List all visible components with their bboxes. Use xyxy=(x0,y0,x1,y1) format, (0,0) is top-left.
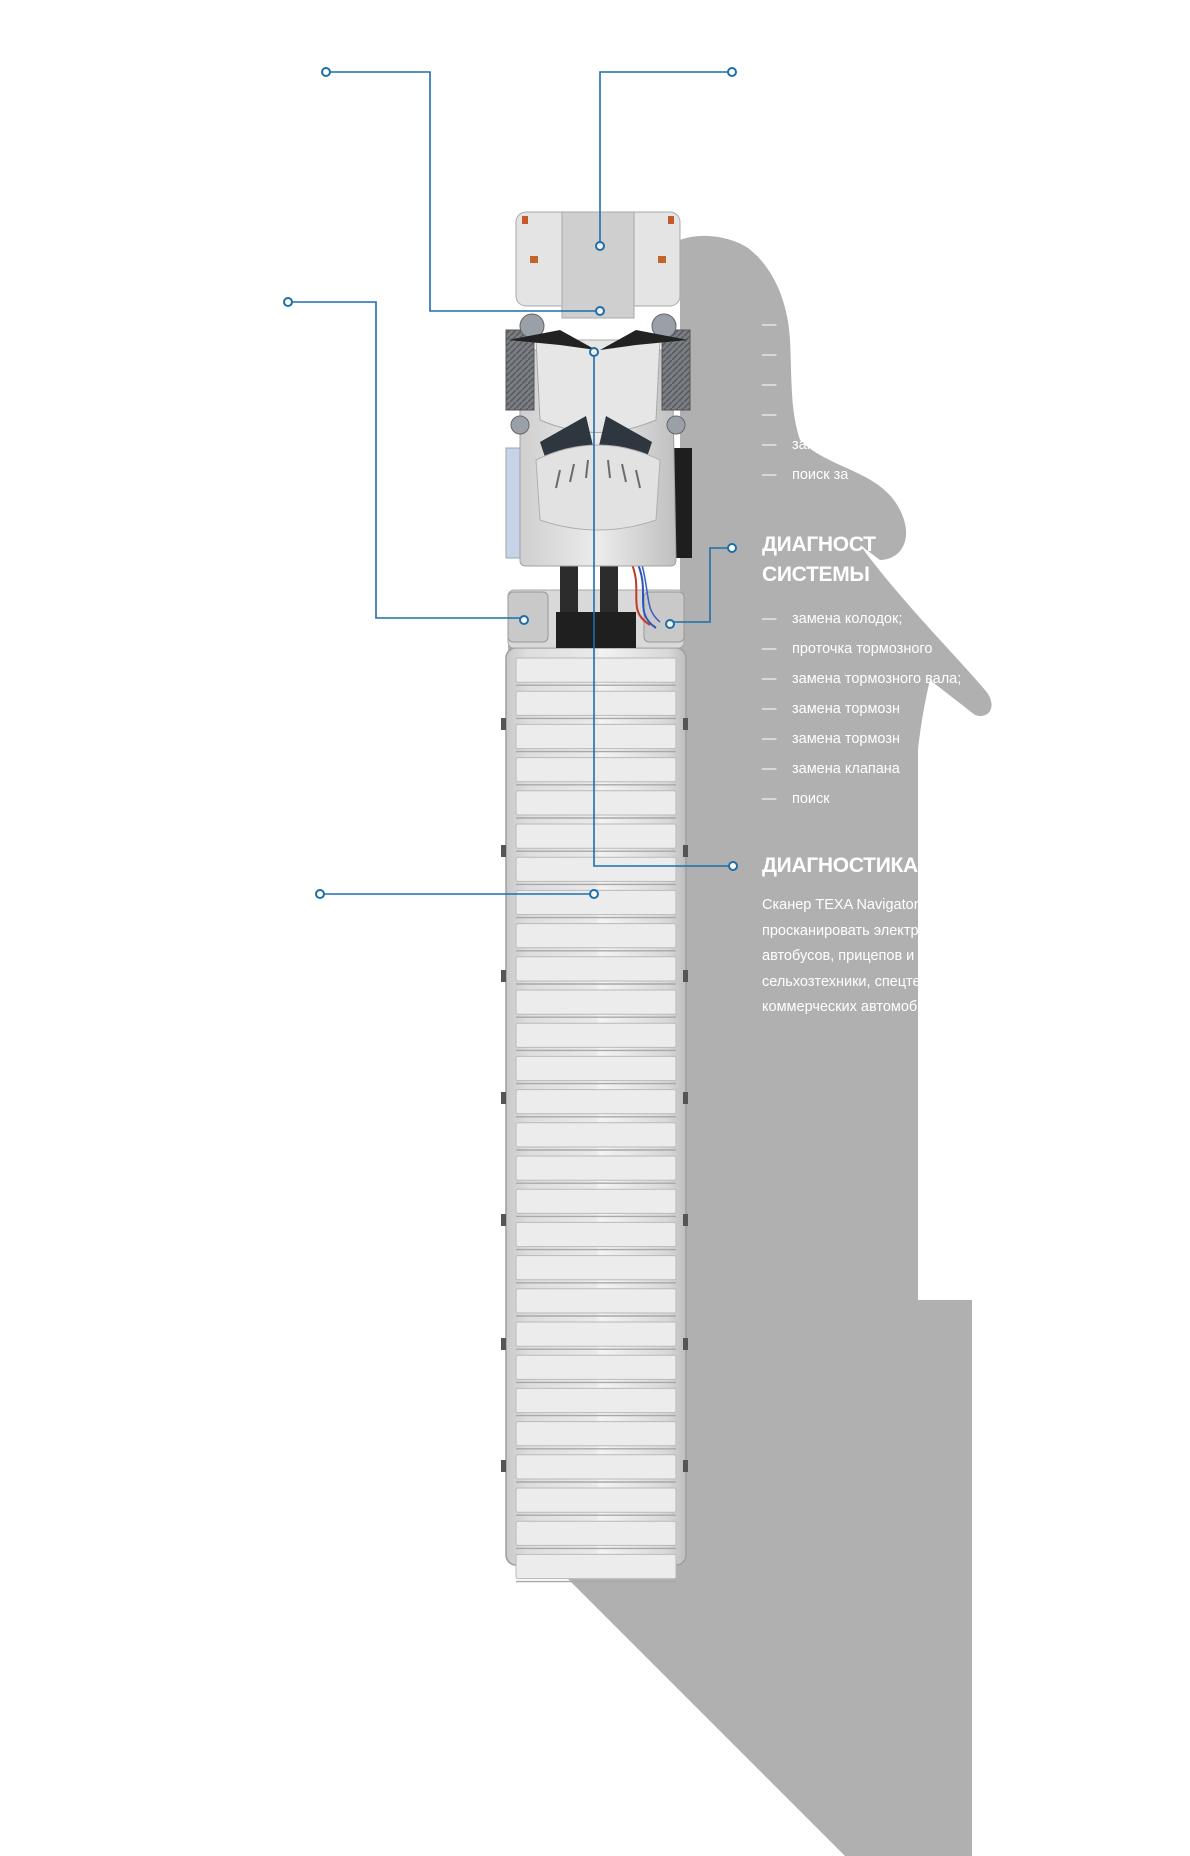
trailer-rib xyxy=(515,823,677,849)
trailer-rib xyxy=(515,1321,677,1347)
brakes-title: ДИАГНОСТ СИСТЕМЫ xyxy=(762,533,876,586)
callout-marker-lower-left[interactable] xyxy=(315,889,325,899)
trailer-rib xyxy=(515,657,677,683)
callout-line-top-left xyxy=(326,71,600,312)
trailer-rib xyxy=(515,1487,677,1513)
trailer-rib xyxy=(515,1421,677,1447)
callout-line-top-right xyxy=(599,71,730,246)
trailer-rib xyxy=(515,1387,677,1414)
trailer-clip xyxy=(683,718,688,730)
list-item: —поиск за xyxy=(762,467,849,483)
trailer-ribs xyxy=(515,657,677,1583)
list-item: —замена тормозн xyxy=(762,731,900,747)
callout-marker-right-wheel[interactable] xyxy=(665,619,675,629)
trailer-clip xyxy=(683,970,688,982)
trailer-rib xyxy=(515,1520,677,1546)
callout-marker-cab-roof[interactable] xyxy=(595,241,605,251)
trailer-clip xyxy=(501,1460,506,1472)
callout-marker-left-mid[interactable] xyxy=(283,297,293,307)
diagnostics-title: ДИАГНОСТИКА xyxy=(762,854,918,877)
trailer-rib xyxy=(515,690,677,716)
list-item: —поиск xyxy=(762,791,830,807)
trailer-rib xyxy=(515,790,677,816)
trailer-rib xyxy=(515,1089,677,1115)
trailer-rib xyxy=(515,1155,677,1181)
trailer xyxy=(501,647,688,1583)
trailer-rib xyxy=(515,1454,677,1480)
trailer-rib xyxy=(515,1354,677,1380)
callout-marker-cab-front[interactable] xyxy=(595,306,605,316)
trailer-rib xyxy=(515,956,677,982)
list-item: — xyxy=(762,407,777,423)
trailer-clip xyxy=(683,845,688,857)
trailer-rib xyxy=(515,723,677,750)
trailer-clip xyxy=(683,1338,688,1350)
callout-marker-brakes[interactable] xyxy=(727,543,737,553)
trailer-clip xyxy=(501,1214,506,1226)
trailer-rib xyxy=(515,1055,677,1082)
callout-marker-trailer[interactable] xyxy=(589,889,599,899)
trailer-clip xyxy=(683,1214,688,1226)
callout-line-center-long xyxy=(593,352,733,867)
trailer-clip xyxy=(501,845,506,857)
callout-lines xyxy=(288,71,733,895)
callout-marker-hood[interactable] xyxy=(589,347,599,357)
callout-line-left-mid xyxy=(288,301,524,619)
list-item: —замена тормозн xyxy=(762,701,900,717)
trailer-clip xyxy=(683,1460,688,1472)
list-item: — xyxy=(762,317,777,333)
trailer-rib xyxy=(515,989,677,1015)
list-item: —замена колодок; xyxy=(762,611,903,627)
trailer-clip xyxy=(683,1092,688,1104)
callout-marker-left-wheel[interactable] xyxy=(519,615,529,625)
brakes-list: —замена колодок; —проточка тормозного —з… xyxy=(762,604,1002,814)
trailer-rib xyxy=(515,1122,677,1148)
callout-marker-top-right[interactable] xyxy=(727,67,737,77)
list-item: — xyxy=(762,347,777,363)
trailer-rib xyxy=(515,1288,677,1314)
trailer-rib xyxy=(515,923,677,949)
list-item: —замена клапана xyxy=(762,761,900,777)
trailer-clip xyxy=(501,718,506,730)
suspension-list: — — — — —замена —поиск за xyxy=(762,310,1002,490)
trailer-rib xyxy=(515,1553,677,1580)
list-item: —замена xyxy=(762,437,841,453)
callout-marker-diagnostics[interactable] xyxy=(728,861,738,871)
trailer-rib xyxy=(515,1255,677,1281)
trailer-clip xyxy=(501,970,506,982)
list-item: —проточка тормозного xyxy=(762,641,933,657)
diagnostics-text: Сканер TEXA Navigator TX просканировать … xyxy=(762,897,966,1015)
callout-line-right-mid xyxy=(670,547,732,623)
trailer-rib xyxy=(515,1188,677,1214)
chassis xyxy=(507,559,685,649)
trailer-rib xyxy=(515,757,677,783)
trailer-side-clips xyxy=(501,718,688,1472)
trailer-clip xyxy=(501,1092,506,1104)
list-item: —замена тормозного вала; xyxy=(762,671,962,687)
callout-marker-top-left[interactable] xyxy=(321,67,331,77)
cab xyxy=(505,211,692,567)
trailer-clip xyxy=(501,1338,506,1350)
trailer-rib xyxy=(515,856,677,882)
trailer-rib xyxy=(515,1022,677,1048)
trailer-rib xyxy=(515,1221,677,1248)
list-item: — xyxy=(762,377,777,393)
